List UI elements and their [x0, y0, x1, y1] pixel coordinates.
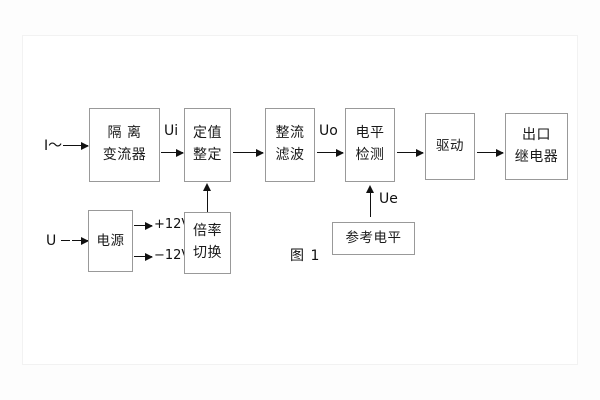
figure-caption: 图 1 — [290, 248, 321, 264]
block-rectify-filter: 整流 滤波 — [265, 108, 315, 182]
signal-uo-label: Uo — [319, 123, 338, 139]
voltage-input-lead-dash — [61, 240, 70, 241]
block-output-relay-line-2: 继电器 — [514, 148, 559, 165]
arrow-multiplier-to-setting — [203, 183, 212, 212]
block-isolation-line-1: 隔 离 — [107, 125, 142, 142]
block-multiplier-switch: 倍率 切换 — [184, 212, 231, 274]
block-reference-level-line-1: 参考电平 — [345, 230, 402, 247]
block-rectify-filter-line-1: 整流 — [275, 125, 305, 142]
block-isolation: 隔 离 变流器 — [89, 108, 160, 182]
voltage-input-label: U — [46, 233, 57, 249]
block-isolation-line-2: 变流器 — [102, 147, 147, 163]
signal-ui-label: Ui — [164, 123, 179, 139]
block-reference-level: 参考电平 — [332, 222, 415, 255]
block-setting: 定值 整定 — [184, 108, 231, 182]
arrow-current-to-isolation — [63, 141, 89, 150]
block-level-detect-line-1: 电平 — [355, 125, 385, 142]
arrow-isolation-to-setting — [161, 148, 184, 157]
block-multiplier-switch-line-2: 切换 — [193, 245, 222, 261]
block-level-detect: 电平 检测 — [345, 108, 395, 182]
arrow-setting-to-rectify — [233, 148, 264, 157]
block-drive: 驱动 — [425, 113, 475, 180]
arrow-rail-negative — [134, 252, 153, 261]
block-multiplier-switch-line-1: 倍率 — [193, 223, 222, 240]
block-level-detect-line-2: 检测 — [355, 147, 385, 163]
current-input-label: I～ — [44, 138, 63, 154]
block-output-relay-line-1: 出口 — [522, 126, 551, 143]
signal-ue-label: Ue — [379, 191, 398, 207]
arrow-voltage-to-power-supply — [72, 236, 89, 245]
rail-positive-label: +12V — [154, 217, 191, 232]
arrow-rail-positive — [134, 221, 153, 230]
arrow-reference-to-level-detect — [366, 185, 375, 217]
arrow-rectify-to-level-detect — [317, 148, 344, 157]
block-output-relay: 出口 继电器 — [505, 113, 568, 180]
block-power-supply-line-1: 电源 — [96, 232, 125, 249]
diagram-frame — [22, 35, 578, 365]
block-power-supply: 电源 — [88, 210, 133, 272]
block-rectify-filter-line-2: 滤波 — [275, 147, 305, 163]
block-setting-line-2: 整定 — [193, 147, 222, 163]
arrow-drive-to-output-relay — [477, 148, 504, 157]
block-setting-line-1: 定值 — [193, 125, 222, 142]
rail-negative-label: −12V — [154, 248, 191, 263]
block-drive-line-1: 驱动 — [436, 138, 464, 155]
arrow-level-detect-to-drive — [397, 148, 424, 157]
